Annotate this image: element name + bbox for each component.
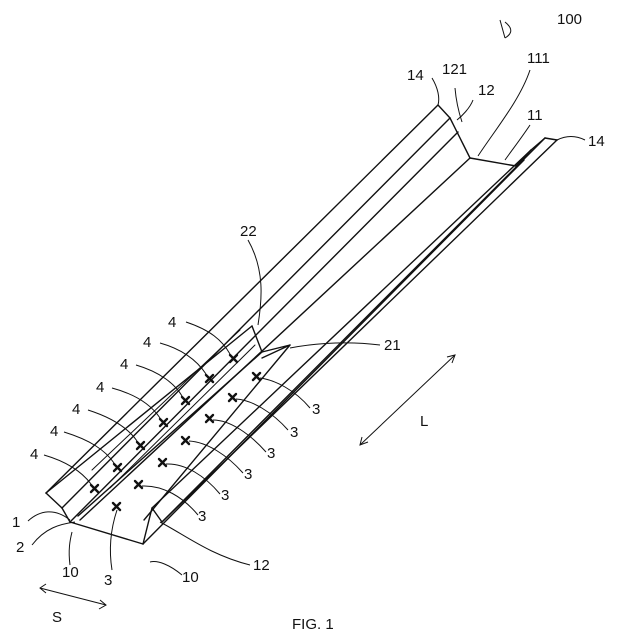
joining-point-mark xyxy=(137,442,144,449)
label-3: 3 xyxy=(221,487,229,504)
label-4: 4 xyxy=(120,356,128,373)
bottom-inner-left xyxy=(80,158,470,520)
label-3: 3 xyxy=(244,466,252,483)
label-14-left: 14 xyxy=(407,67,424,84)
joining-point-mark xyxy=(182,397,189,404)
label-21: 21 xyxy=(384,337,401,354)
label-3: 3 xyxy=(290,424,298,441)
label-22: 22 xyxy=(240,223,257,240)
arrow-100 xyxy=(500,20,505,38)
label-100: 100 xyxy=(557,11,582,28)
label-4: 4 xyxy=(30,446,38,463)
label-4: 4 xyxy=(72,401,80,418)
joining-point-mark xyxy=(114,464,121,471)
label-12-bottom: 12 xyxy=(253,557,270,574)
joining-point-mark xyxy=(206,415,213,422)
direction-arrow-L xyxy=(360,355,455,445)
joining-point-mark xyxy=(160,419,167,426)
joining-point-mark xyxy=(182,437,189,444)
joining-point-mark xyxy=(253,373,260,380)
joining-point-mark xyxy=(113,503,120,510)
joining-point-mark xyxy=(230,355,237,362)
left-flange-ridge xyxy=(62,118,450,508)
label-3: 3 xyxy=(312,401,320,418)
label-14-right: 14 xyxy=(588,133,605,150)
joining-point-mark xyxy=(159,459,166,466)
joining-point-mark xyxy=(229,394,236,401)
label-4: 4 xyxy=(96,379,104,396)
left-flange-end-front xyxy=(46,493,62,508)
direction-arrow-S xyxy=(40,584,106,609)
label-10-left: 10 xyxy=(62,564,79,581)
right-wall-back xyxy=(516,150,531,166)
label-1: 1 xyxy=(12,514,20,531)
label-axis-L: L xyxy=(420,413,428,430)
bottom-back-edge xyxy=(470,158,516,166)
leader-lines xyxy=(28,22,585,575)
label-4: 4 xyxy=(168,314,176,331)
label-4: 4 xyxy=(50,423,58,440)
left-flange-outer xyxy=(46,105,438,493)
label-121: 121 xyxy=(442,61,467,78)
right-flange-end xyxy=(531,138,545,150)
label-12-top: 12 xyxy=(478,82,495,99)
profile-element xyxy=(46,105,557,544)
figure-caption: FIG. 1 xyxy=(292,616,334,633)
label-axis-S: S xyxy=(52,609,62,626)
label-3-bottom: 3 xyxy=(104,572,112,589)
label-11: 11 xyxy=(527,107,543,124)
label-3: 3 xyxy=(267,445,275,462)
joining-point-mark xyxy=(135,481,142,488)
bottom-front-edge xyxy=(70,522,143,544)
right-flange-tip xyxy=(545,138,557,140)
left-flange-end-top xyxy=(438,105,450,118)
label-4: 4 xyxy=(143,334,151,351)
label-111: 111 xyxy=(527,50,550,67)
label-3: 3 xyxy=(198,508,206,525)
joining-point-mark xyxy=(91,485,98,492)
fold-line-1 xyxy=(92,330,240,470)
label-2: 2 xyxy=(16,539,24,556)
bottom-far-edge xyxy=(143,160,524,544)
label-10-bottom: 10 xyxy=(182,569,199,586)
right-flange-outer xyxy=(162,140,557,522)
